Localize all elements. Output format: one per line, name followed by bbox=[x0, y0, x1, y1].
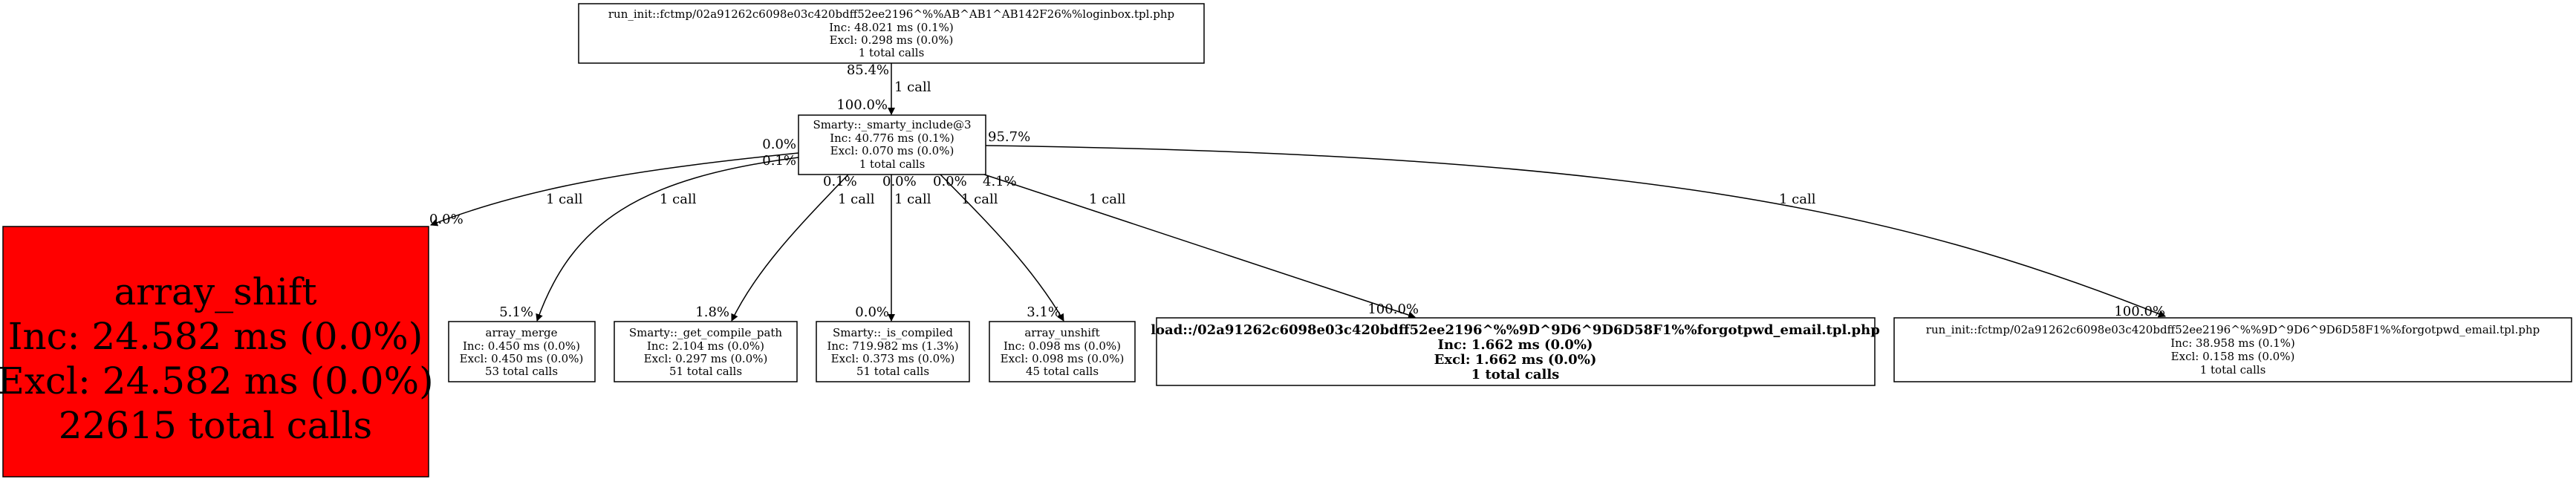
node-smarty-include[interactable]: Smarty::_smarty_include@3 Inc: 40.776 ms… bbox=[798, 114, 986, 175]
node-excl: Excl: 24.582 ms (0.0%) bbox=[0, 359, 434, 403]
edge-include-run-init2: 95.7% 1 call 100.0% bbox=[985, 129, 2166, 319]
edge-include-load: 4.1% 1 call 100.0% bbox=[983, 174, 1419, 319]
node-excl: Excl: 0.450 ms (0.0%) bbox=[460, 352, 584, 365]
node-inc: Inc: 719.982 ms (1.3%) bbox=[827, 339, 958, 353]
edge-call-label: 1 call bbox=[1779, 192, 1816, 207]
node-inc: Inc: 1.662 ms (0.0%) bbox=[1438, 337, 1593, 353]
node-excl: Excl: 0.373 ms (0.0%) bbox=[831, 352, 955, 365]
edge-tail-percent: 0.0% bbox=[882, 174, 917, 189]
node-excl: Excl: 0.098 ms (0.0%) bbox=[1001, 352, 1125, 365]
node-excl: Excl: 0.070 ms (0.0%) bbox=[830, 144, 954, 157]
node-array-shift[interactable]: array_shift Inc: 24.582 ms (0.0%) Excl: … bbox=[0, 226, 434, 478]
edge-head-percent: 1.8% bbox=[695, 304, 729, 320]
edge-call-label: 1 call bbox=[546, 192, 583, 207]
edge-tail-percent: 0.1% bbox=[762, 153, 796, 169]
edge-include-array-shift: 0.0% 1 call 0.0% bbox=[429, 137, 799, 227]
node-name: Smarty::_is_compiled bbox=[833, 326, 953, 339]
node-name: array_shift bbox=[114, 270, 316, 313]
node-inc: Inc: 2.104 ms (0.0%) bbox=[647, 339, 764, 353]
node-array-merge[interactable]: array_merge Inc: 0.450 ms (0.0%) Excl: 0… bbox=[448, 321, 596, 382]
edge-call-label: 1 call bbox=[660, 192, 697, 207]
edge-root-include: 85.4% 1 call 100.0% bbox=[836, 62, 931, 115]
node-excl: Excl: 1.662 ms (0.0%) bbox=[1434, 352, 1597, 368]
edge-call-label: 1 call bbox=[961, 192, 998, 207]
node-inc: Inc: 0.098 ms (0.0%) bbox=[1004, 339, 1121, 353]
edge-head-percent: 3.1% bbox=[1027, 304, 1061, 320]
node-run-init-forgotpwd[interactable]: run_init::fctmp/02a91262c6098e03c420bdff… bbox=[1893, 317, 2572, 382]
node-excl: Excl: 0.297 ms (0.0%) bbox=[644, 352, 768, 365]
node-excl: Excl: 0.158 ms (0.0%) bbox=[2171, 350, 2295, 363]
node-name: Smarty::_smarty_include@3 bbox=[813, 118, 971, 131]
edge-tail-percent: 4.1% bbox=[983, 174, 1017, 189]
node-calls: 51 total calls bbox=[669, 365, 742, 378]
node-excl: Excl: 0.298 ms (0.0%) bbox=[830, 33, 954, 47]
edge-tail-percent: 0.0% bbox=[762, 137, 796, 152]
node-array-unshift[interactable]: array_unshift Inc: 0.098 ms (0.0%) Excl:… bbox=[989, 321, 1136, 382]
edge-tail-percent: 0.0% bbox=[933, 174, 967, 189]
node-calls: 1 total calls bbox=[859, 157, 926, 171]
node-calls: 1 total calls bbox=[1471, 367, 1560, 382]
node-calls: 1 total calls bbox=[2200, 363, 2266, 377]
edge-tail-percent: 95.7% bbox=[988, 129, 1030, 145]
node-inc: Inc: 24.582 ms (0.0%) bbox=[8, 315, 423, 358]
node-name: array_merge bbox=[486, 326, 558, 339]
edge-include-array-merge: 0.1% 1 call 5.1% bbox=[499, 153, 799, 322]
node-load-forgotpwd[interactable]: load::/02a91262c6098e03c420bdff52ee2196^… bbox=[1151, 317, 1880, 386]
edge-tail-percent: 85.4% bbox=[847, 62, 889, 78]
node-inc: Inc: 48.021 ms (0.1%) bbox=[829, 21, 954, 34]
edge-include-is-compiled: 0.0% 1 call 0.0% bbox=[855, 174, 931, 322]
node-name: run_init::fctmp/02a91262c6098e03c420bdff… bbox=[608, 7, 1174, 21]
edge-head-percent: 100.0% bbox=[836, 97, 888, 113]
node-root[interactable]: run_init::fctmp/02a91262c6098e03c420bdff… bbox=[578, 3, 1205, 64]
edge-head-percent: 5.1% bbox=[499, 304, 533, 320]
node-calls: 45 total calls bbox=[1026, 365, 1099, 378]
node-inc: Inc: 40.776 ms (0.1%) bbox=[830, 131, 954, 145]
edge-tail-percent: 0.1% bbox=[823, 174, 857, 189]
edge-call-label: 1 call bbox=[838, 192, 875, 207]
edge-head-percent: 100.0% bbox=[2114, 304, 2165, 319]
edge-head-percent: 0.0% bbox=[855, 304, 889, 320]
edge-include-array-unshift: 0.0% 1 call 3.1% bbox=[933, 174, 1064, 322]
edge-call-label: 1 call bbox=[1089, 192, 1126, 207]
node-is-compiled[interactable]: Smarty::_is_compiled Inc: 719.982 ms (1.… bbox=[816, 321, 970, 382]
node-name: array_unshift bbox=[1024, 326, 1099, 339]
node-calls: 1 total calls bbox=[859, 46, 925, 59]
edge-include-get-compile-path: 0.1% 1 call 1.8% bbox=[695, 174, 875, 322]
edge-call-label: 1 call bbox=[894, 79, 931, 95]
node-name: run_init::fctmp/02a91262c6098e03c420bdff… bbox=[1926, 323, 2540, 336]
node-inc: Inc: 38.958 ms (0.1%) bbox=[2170, 336, 2295, 350]
node-calls: 53 total calls bbox=[485, 365, 558, 378]
node-name: load::/02a91262c6098e03c420bdff52ee2196^… bbox=[1151, 322, 1880, 338]
edge-call-label: 1 call bbox=[894, 192, 931, 207]
node-calls: 22615 total calls bbox=[59, 404, 372, 447]
node-name: Smarty::_get_compile_path bbox=[629, 326, 783, 339]
edge-head-percent: 0.0% bbox=[429, 212, 464, 227]
edge-head-percent: 100.0% bbox=[1367, 302, 1419, 317]
node-get-compile-path[interactable]: Smarty::_get_compile_path Inc: 2.104 ms … bbox=[614, 321, 798, 382]
node-inc: Inc: 0.450 ms (0.0%) bbox=[463, 339, 580, 353]
node-calls: 51 total calls bbox=[856, 365, 929, 378]
